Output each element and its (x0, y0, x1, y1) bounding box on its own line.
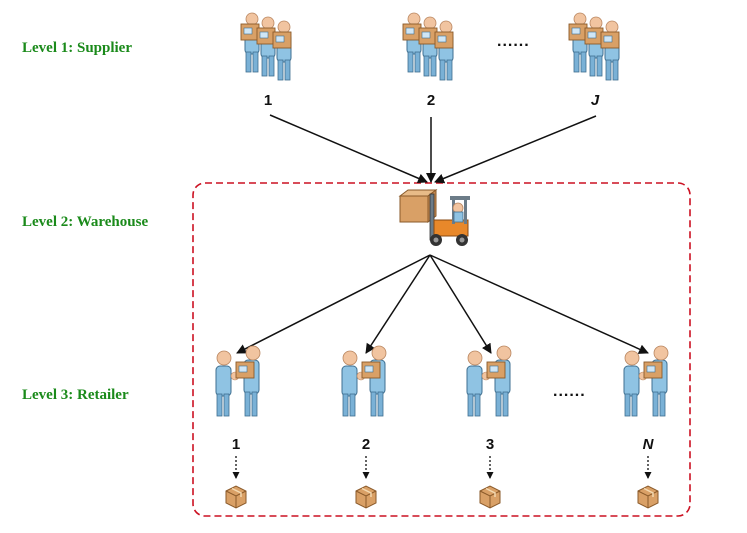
retailer-1-label: 1 (231, 436, 241, 453)
level-3-label: Level 3: Retailer (22, 387, 129, 403)
forklift-icon (398, 189, 470, 246)
retailer-3-icon (466, 345, 512, 417)
retailer-n-label: N (642, 436, 654, 453)
retailer-2-label: 2 (361, 436, 371, 453)
supplier-j-icon (569, 13, 619, 80)
arrow-supplier-1-warehouse (269, 114, 428, 184)
arrow-supplier-j-warehouse (434, 115, 597, 184)
arrow-warehouse-retailer-n (429, 254, 649, 354)
supplier-ellipsis: ...... (497, 33, 530, 50)
retailer-3-label: 3 (485, 436, 495, 453)
retailer-n-icon (623, 345, 669, 417)
retailer-1-icon (215, 345, 261, 417)
supplier-1-icon (241, 13, 291, 80)
package-icon-3 (479, 485, 501, 509)
package-icon-1 (225, 485, 247, 509)
arrow-warehouse-retailer-3 (429, 254, 492, 354)
package-icon-n (637, 485, 659, 509)
level-2-label: Level 2: Warehouse (22, 214, 149, 230)
supplier-j-label: J (590, 92, 600, 109)
supplier-2-label: 2 (426, 92, 436, 109)
package-icon-2 (355, 485, 377, 509)
supplier-1-label: 1 (263, 92, 273, 109)
retailer-2-icon (341, 345, 387, 417)
supplier-2-icon (403, 13, 453, 80)
retailer-ellipsis: ...... (553, 383, 586, 400)
level-1-label: Level 1: Supplier (22, 40, 133, 56)
arrow-warehouse-retailer-2 (365, 254, 431, 354)
arrow-warehouse-retailer-1 (236, 254, 431, 354)
